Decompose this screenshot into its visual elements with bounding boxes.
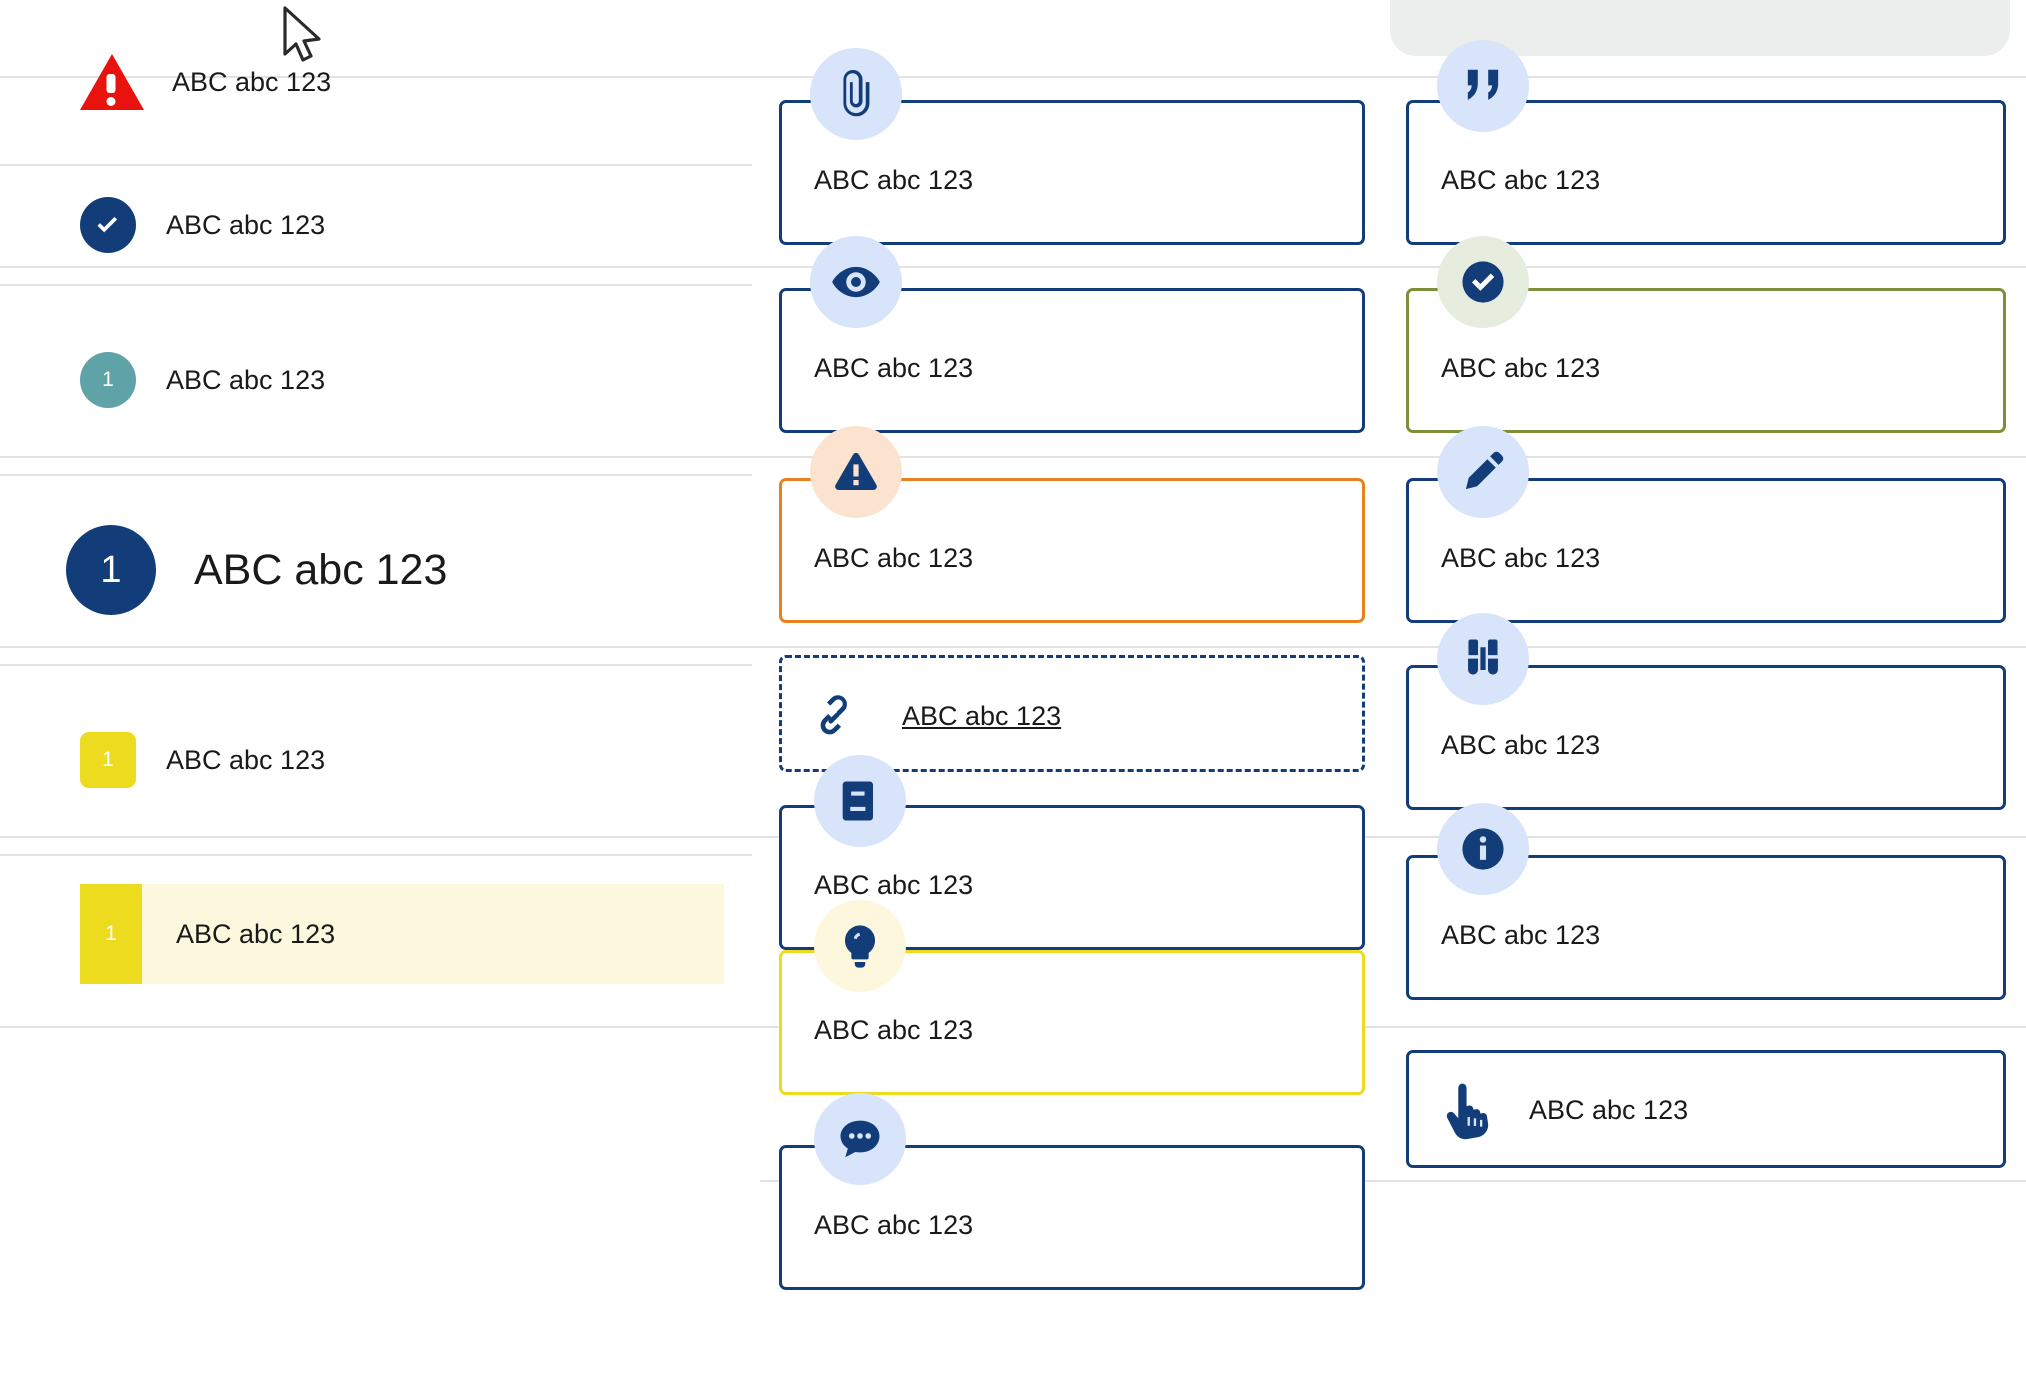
binoculars-icon bbox=[1437, 613, 1529, 705]
yellow-number-square: 1 bbox=[80, 732, 136, 788]
card-action[interactable]: ABC abc 123 bbox=[1406, 1050, 2006, 1168]
paperclip-icon bbox=[810, 48, 902, 140]
list-item-label: ABC abc 123 bbox=[172, 66, 332, 97]
divider-line bbox=[760, 1180, 2026, 1182]
card-label: ABC abc 123 bbox=[1529, 1095, 1689, 1125]
divider-line bbox=[0, 266, 2026, 268]
card-link-label[interactable]: ABC abc 123 bbox=[902, 701, 1062, 731]
list-item[interactable]: 1 ABC abc 123 bbox=[0, 286, 752, 476]
card-label: ABC abc 123 bbox=[1441, 543, 1601, 573]
book-icon bbox=[814, 755, 906, 847]
check-circle-icon bbox=[1437, 236, 1529, 328]
card-label: ABC abc 123 bbox=[814, 1210, 974, 1240]
list-item-selected[interactable]: 1 ABC abc 123 bbox=[0, 856, 752, 1046]
warning-triangle-icon bbox=[80, 54, 144, 110]
link-icon bbox=[806, 690, 862, 751]
list-item-label: ABC abc 123 bbox=[176, 918, 336, 949]
quote-icon bbox=[1437, 40, 1529, 132]
card-label: ABC abc 123 bbox=[1441, 165, 1601, 195]
list-item[interactable]: 1 ABC abc 123 bbox=[0, 476, 752, 666]
check-circle-icon bbox=[80, 197, 136, 253]
left-list: ABC abc 123 ABC abc 123 1 ABC abc 123 1 … bbox=[0, 0, 752, 1046]
list-item-label: ABC abc 123 bbox=[194, 545, 448, 594]
eye-icon bbox=[810, 236, 902, 328]
card-label: ABC abc 123 bbox=[1441, 920, 1601, 950]
divider-line bbox=[0, 456, 2026, 458]
card-label: ABC abc 123 bbox=[814, 870, 974, 900]
card-label: ABC abc 123 bbox=[814, 165, 974, 195]
divider-line bbox=[0, 76, 2026, 78]
warning-triangle-icon bbox=[810, 426, 902, 518]
navy-number-circle: 1 bbox=[66, 525, 156, 615]
chat-bubble-icon bbox=[814, 1093, 906, 1185]
list-item[interactable]: ABC abc 123 bbox=[0, 0, 752, 166]
teal-number-circle: 1 bbox=[80, 352, 136, 408]
yellow-number-bar: 1 bbox=[80, 884, 142, 984]
pencil-icon bbox=[1437, 426, 1529, 518]
list-item-label: ABC abc 123 bbox=[166, 364, 326, 395]
card-link[interactable]: ABC abc 123 bbox=[779, 655, 1365, 772]
card-label: ABC abc 123 bbox=[1441, 353, 1601, 383]
card-label: ABC abc 123 bbox=[814, 353, 974, 383]
pointing-hand-icon bbox=[1434, 1078, 1496, 1145]
divider-line bbox=[0, 646, 2026, 648]
lightbulb-icon bbox=[814, 900, 906, 992]
card-label: ABC abc 123 bbox=[1441, 730, 1601, 760]
list-item-label: ABC abc 123 bbox=[166, 209, 326, 240]
list-item[interactable]: 1 ABC abc 123 bbox=[0, 666, 752, 856]
info-circle-icon bbox=[1437, 803, 1529, 895]
list-item[interactable]: ABC abc 123 bbox=[0, 166, 752, 286]
card-label: ABC abc 123 bbox=[814, 543, 974, 573]
list-item-label: ABC abc 123 bbox=[166, 744, 326, 775]
mouse-cursor bbox=[281, 6, 327, 73]
card-label: ABC abc 123 bbox=[814, 1015, 974, 1045]
